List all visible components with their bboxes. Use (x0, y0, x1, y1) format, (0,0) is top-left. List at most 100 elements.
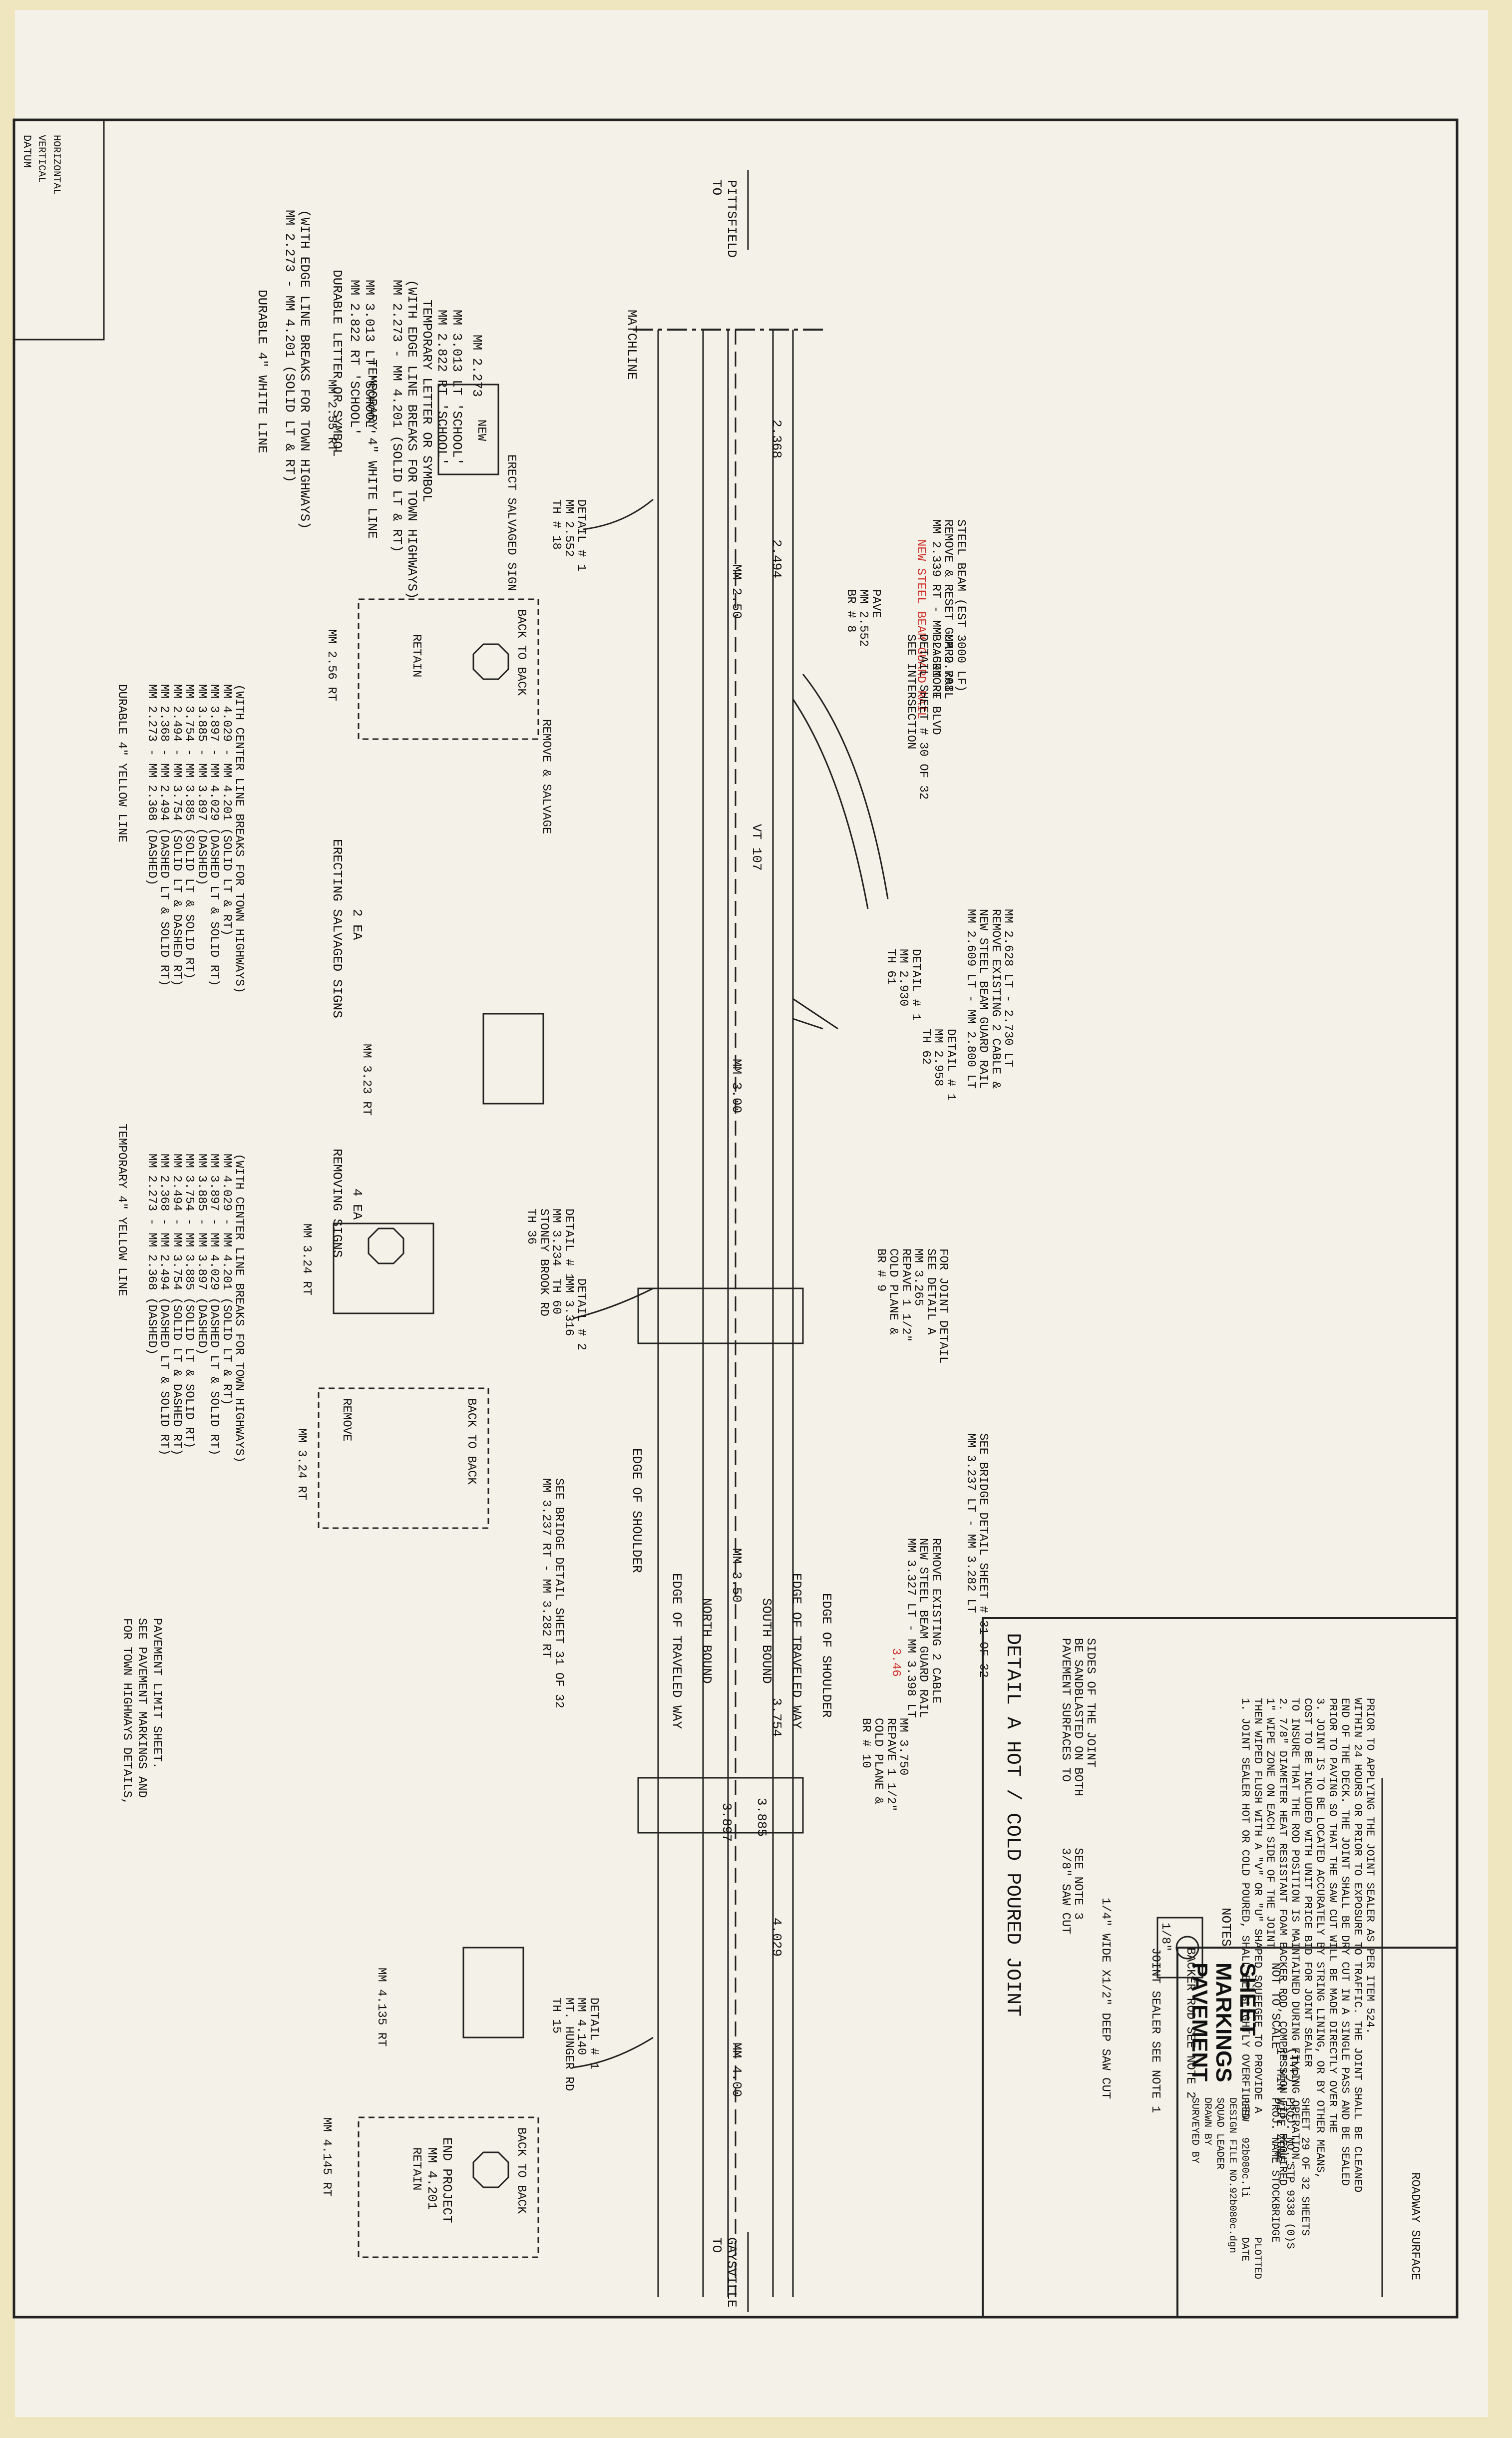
br10-line2: COLD PLANE & (871, 1718, 885, 1804)
title-line3: SHEET (1235, 1963, 1260, 2036)
durable-letter-line1: MM 2.822 RT 'SCHOOL' (347, 280, 362, 435)
temporary-yellow-line5: MM 3.885 - MM 3.897 (DASHED) (195, 1154, 208, 1355)
title-drawn: DRAWN BY (1201, 2097, 1213, 2145)
callouts: TH # 18 MM 2.552 DETAIL # 1 BR # 8 MM 2.… (120, 499, 1015, 2091)
station-3885: 3.885 (754, 1798, 769, 1837)
detail-a-note9: END OF THE DECK. THE JOINT SHALL BE DRY … (1339, 1698, 1351, 2186)
bridge-rt-line1: MM 3.237 RT - MM 3.282 RT (539, 1478, 553, 1658)
br10-line1: BR # 10 (859, 1718, 872, 1768)
detail-a-note1: 1. JOINT SEALER HOT OR COLD POURED, SHAL… (1239, 1698, 1251, 2120)
sign-panel-255 (437, 384, 499, 475)
sign-mm256: MM 2.56 RT (325, 629, 338, 701)
detail-a-deep: 1/4" WIDE X1/2" DEEP SAW CUT (1099, 1898, 1112, 2099)
edge-shoulder-label-lt: EDGE OF SHOULDER (629, 1448, 644, 1573)
removing-title: REMOVING SIGNS (330, 1149, 345, 1257)
title-squad: SQUAD LEADER (1214, 2097, 1225, 2169)
detail-a: DETAIL A HOT / COLD POURED JOINT PAVEMEN… (982, 1617, 1458, 2318)
guardrail-b-line2: NEW STEEL BEAM GUARD RAIL (976, 909, 990, 1089)
erecting-signs-note: ERECTING SALVAGED SIGNS 2 EA (330, 839, 365, 1018)
intersection-line3: BLACKMORE BLVD (929, 634, 942, 735)
durable-white-notes: DURABLE 4" WHITE LINE MM 2.273 - MM 4.20… (255, 210, 377, 529)
sign-panel-256 (358, 598, 539, 740)
sign-mm255: MM 2.55 RT (325, 380, 338, 451)
matchline-label: MATCHLINE (624, 310, 639, 380)
detail-a-surfaces3: SIDES OF THE JOINT (1084, 1638, 1097, 1767)
th62-line3: DETAIL # 1 (944, 1029, 957, 1101)
th60-line3: DETAIL # 2 (574, 1278, 588, 1350)
town-note-line2: SEE PAVEMENT MARKINGS AND (135, 1618, 148, 1798)
br10-line3: REPAVE 1 1/2" (884, 1718, 897, 1811)
title-plotted: PLOTTED (1251, 2237, 1263, 2279)
durable-letter-line2: MM 3.013 LT 'SCHOOL' (362, 280, 377, 435)
temporary-yellow-line6: MM 3.897 - MM 4.029 (DASHED LT & SOLID R… (207, 1154, 221, 1456)
temporary-white-title: TEMPORARY 4" WHITE LINE (365, 360, 379, 539)
mm-350: MM 3.50 (729, 1548, 744, 1603)
durable-white-line1: MM 2.273 - MM 4.201 (SOLID LT & RT) (282, 210, 297, 482)
bridge-rt-line2: SEE BRIDGE DETAIL SHEET 31 OF 32 (552, 1478, 565, 1708)
intersection-line1: SEE INTERSECTION (904, 634, 917, 749)
bridge-br9 (637, 1287, 804, 1344)
to-pittsfield-label: TO (709, 180, 724, 195)
guardrail-c-line3: REMOVE EXISTING 2 CABLE (929, 1538, 942, 1703)
title-pfew-file: 92b080c.li (1239, 2137, 1250, 2197)
th15-line3: MM 4.140 (574, 1998, 588, 2055)
title-line2: MARKINGS (1211, 1963, 1236, 2082)
guardrail-b-line1: MM 2.609 LT - MM 2.800 LT (964, 909, 977, 1089)
detail-a-sawcut1: 3/8" SAW CUT (1059, 1848, 1072, 1934)
durable-yellow-notes: DURABLE 4" YELLOW LINE MM 2.273 - MM 2.3… (115, 684, 246, 993)
th36-line1: TH 36 (524, 1209, 538, 1244)
detail-a-roadway: ROADWAY SURFACE (1408, 2172, 1422, 2280)
th61-line1: TH 61 (884, 949, 897, 985)
title-file: 92b080c.dgn (1226, 2187, 1238, 2253)
durable-yellow-line7: MM 4.029 - MM 4.201 (SOLID LT & RT) (220, 684, 233, 936)
bridge-br10 (637, 1777, 804, 1834)
br9-line3: REPAVE 1 1/2" (899, 1248, 912, 1342)
guardrail-c-line2: NEW STEEL BEAM GUARD RAIL (916, 1538, 930, 1718)
detail-a-note2: THEN WIPED FLUSH WITH A "V" OR "U" SHAPE… (1251, 1698, 1264, 2114)
th61-spur (792, 998, 838, 1030)
intersection-line2: DETAIL SHEET # 30 OF 32 (916, 634, 930, 800)
temporary-yellow-line4: MM 3.754 - MM 3.885 (SOLID LT & SOLID RT… (182, 1154, 196, 1449)
guardrail-b-line4: MM 2.628 LT - 2.730 LT (1001, 909, 1015, 1067)
detail-a-wipe2: (TYP) (1286, 2047, 1299, 2083)
guardrail-a-red: NEW STEEL BEAM GUARD RAIL (914, 539, 927, 719)
detail-a-surfaces2: BE SANDBLASTED ON BOTH (1071, 1638, 1085, 1796)
temporary-letter-title: TEMPORARY LETTER OR SYMBOL (419, 300, 434, 502)
durable-yellow-line8: (WITH CENTER LINE BREAKS FOR TOWN HIGHWA… (232, 684, 246, 993)
th36-line4: DETAIL # 1 (562, 1209, 575, 1280)
durable-yellow-line2: MM 2.368 - MM 2.494 (DASHED LT & SOLID R… (157, 684, 171, 986)
br9-line5: SEE DETAIL A (924, 1248, 937, 1335)
edge-travel-label-rt: EDGE OF TRAVELED WAY (789, 1573, 804, 1729)
detail-a-note3: 1" WIPE ZONE ON EACH SIDE OF THE JOINT (1264, 1698, 1276, 1949)
th36-line3: MM 3.234 (549, 1209, 563, 1266)
title-pfew: PFEW (1239, 2097, 1250, 2121)
th18-line1: TH # 18 (549, 499, 563, 550)
guardrail-b-line3: REMOVE EXISTING 2 CABLE & (989, 909, 1002, 1089)
mm-400: MM 4.00 (729, 2042, 744, 2097)
durable-yellow-line4: MM 3.754 - MM 3.885 (SOLID LT & SOLID RT… (182, 684, 196, 979)
sign-mm4135: MM 4.135 RT (375, 1968, 388, 2046)
detail-a-sawcut2: SEE NOTE 3 (1071, 1848, 1085, 1920)
sheet-border (12, 118, 1459, 2319)
station-4029: 4.029 (769, 1918, 784, 1957)
durable-white-title: DURABLE 4" WHITE LINE (255, 290, 270, 453)
intersection-line4: MM 2.708 (941, 634, 955, 692)
detail-a-wipe1: 1" MIN WIPE ZONE (1273, 2047, 1287, 2162)
durable-yellow-line1: MM 2.273 - MM 2.368 (DASHED) (145, 684, 158, 885)
sign-mm4145: MM 4.145 RT (320, 2117, 333, 2196)
stop-sign-icon (472, 2151, 509, 2188)
temporary-yellow-line2: MM 2.368 - MM 2.494 (DASHED LT & SOLID R… (157, 1154, 171, 1456)
sign-324b-back: BACK TO BACK (464, 1398, 478, 1485)
title-sheet: SHEET 29 OF 32 SHEETS (1299, 2097, 1311, 2236)
road-labels: TO PITTSFIELD TO GAYSVILLE MATCHLINE VT … (424, 180, 834, 2307)
detail-a-title: DETAIL A HOT / COLD POURED JOINT (1001, 1633, 1024, 2017)
sign-4145-retain: RETAIN (409, 2147, 423, 2190)
br9-line4: MM 3.265 (911, 1248, 925, 1306)
sign-255-new: NEW (474, 419, 488, 441)
datum-box (13, 119, 105, 341)
detail-a-note4: 2. 7/8" DIAMETER HEAT RESISTANT FOAM BAC… (1276, 1698, 1289, 2186)
sign-panel-324a (333, 1222, 434, 1314)
station-2368: 2.368 (769, 419, 784, 458)
durable-yellow-line6: MM 3.897 - MM 4.029 (DASHED LT & SOLID R… (207, 684, 221, 986)
